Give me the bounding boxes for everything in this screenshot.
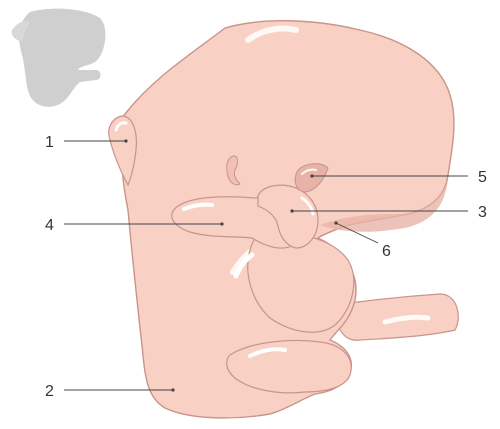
label-6: 6 <box>382 243 391 260</box>
leader-dot-2 <box>171 388 174 391</box>
leader-dot-1 <box>124 139 127 142</box>
label-4: 4 <box>45 217 54 234</box>
label-2: 2 <box>45 383 54 400</box>
leader-dot-6 <box>334 221 337 224</box>
orientation-thumbnail <box>12 9 106 107</box>
leader-dot-3 <box>290 209 293 212</box>
label-3: 3 <box>478 204 487 221</box>
thumbnail-silhouette <box>19 9 105 107</box>
leader-dot-4 <box>220 222 223 225</box>
label-1: 1 <box>45 134 54 151</box>
label-5: 5 <box>478 169 487 186</box>
leader-dot-5 <box>310 174 313 177</box>
